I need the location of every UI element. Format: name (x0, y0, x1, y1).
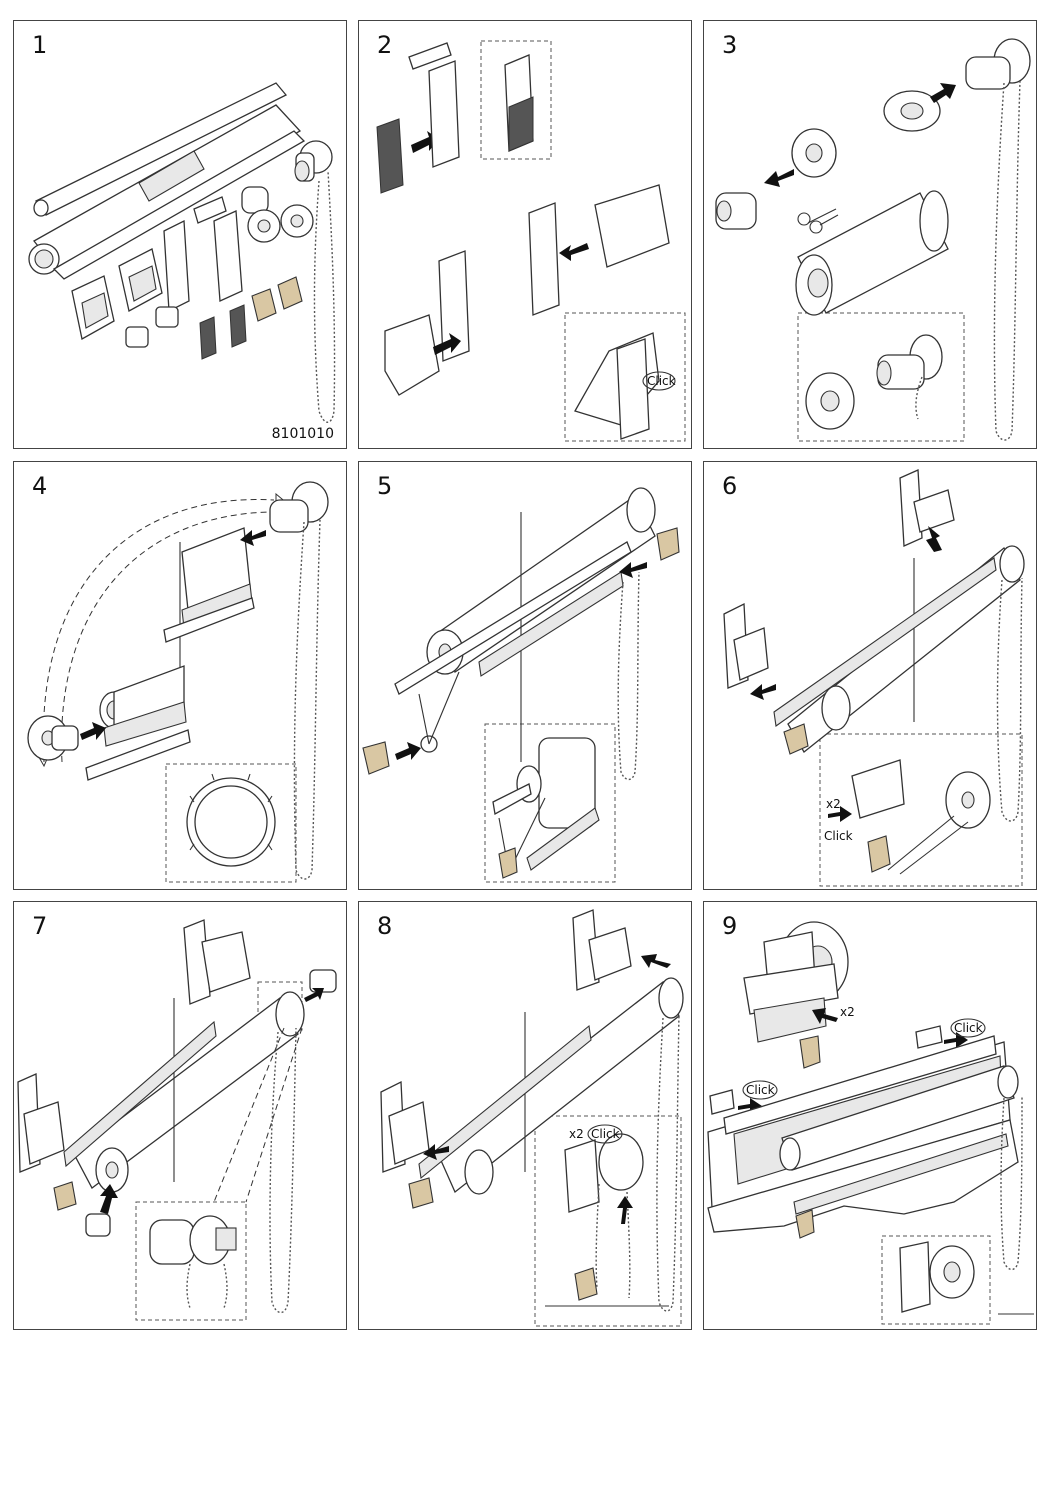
end-cap-transfer-illustration (27, 481, 329, 883)
step-number: 5 (377, 472, 393, 500)
step-panel-8: 8 x2 Click (358, 901, 692, 1330)
step-number: 2 (377, 31, 393, 59)
click-label: Click (746, 1083, 775, 1097)
step-panel-5: 5 (358, 461, 692, 890)
step-number: 7 (32, 912, 48, 940)
click-label: Click (824, 829, 853, 843)
step-panel-2: 2 Click (358, 20, 692, 449)
click-label: Click (647, 374, 676, 388)
step-number: 1 (32, 31, 48, 59)
step-panel-3: 3 (703, 20, 1037, 449)
step-panel-7: 7 (13, 901, 347, 1330)
step-panel-1: 1 8101010 (13, 20, 347, 449)
step-panel-4: 4 (13, 461, 347, 890)
x2-label: x2 (569, 1127, 584, 1141)
part-code: 8101010 (271, 426, 334, 442)
window-install-illustration: x2 Click Click (707, 921, 1034, 1325)
bracket-pad-illustration: Click (376, 40, 686, 442)
step-number: 6 (722, 472, 738, 500)
step-number: 4 (32, 472, 48, 500)
step-panel-6: 6 x2 Click (703, 461, 1037, 890)
x2-label: x2 (840, 1005, 855, 1019)
parts-kit-illustration (28, 82, 336, 423)
end-cap-disassembly-illustration (715, 38, 1031, 442)
chain-cap-insertion-illustration (17, 919, 337, 1321)
bracket-mounting-illustration: x2 Click (723, 469, 1025, 887)
click-label: Click (954, 1021, 983, 1035)
blind-hang-illustration: x2 Click (380, 909, 684, 1327)
click-label: Click (591, 1127, 620, 1141)
x2-label: x2 (826, 797, 841, 811)
step-panel-9: 9 x2 Click Click (703, 901, 1037, 1330)
step-number: 3 (722, 31, 738, 59)
roller-reversal-illustration (362, 487, 680, 883)
step-number: 9 (722, 912, 738, 940)
step-number: 8 (377, 912, 393, 940)
